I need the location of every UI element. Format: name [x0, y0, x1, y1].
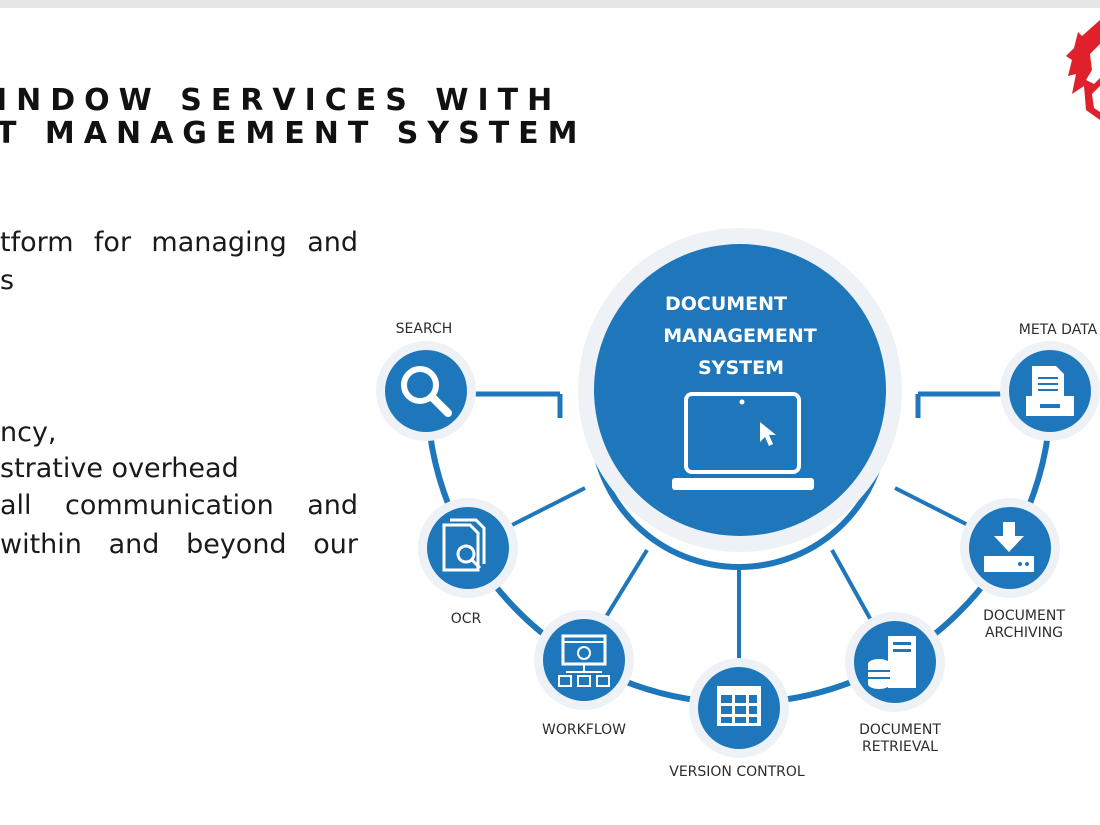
label-document-retrieval-2: RETRIEVAL — [862, 739, 938, 755]
node-document-retrieval — [845, 612, 945, 712]
server-database-icon — [868, 636, 916, 689]
window-grid-icon — [717, 686, 761, 726]
body-text-line: strative overhead — [0, 453, 239, 484]
slide-title-line-2: T MANAGEMENT SYSTEM — [0, 116, 587, 151]
node-ocr — [418, 498, 518, 598]
laptop-icon — [672, 392, 814, 490]
label-ocr: OCR — [451, 611, 482, 627]
node-version-control — [689, 658, 789, 758]
body-text-line: tform for managing and — [0, 227, 358, 258]
magnifier-icon — [401, 366, 452, 417]
spoke-retrieval — [830, 549, 874, 623]
slide-title-line-1: INDOW SERVICES WITH — [0, 83, 562, 118]
label-document-archiving-2: ARCHIVING — [985, 625, 1063, 641]
body-text-line: ncy, — [0, 417, 57, 448]
label-version-control: VERSION CONTROL — [669, 764, 805, 780]
label-search: SEARCH — [396, 321, 453, 337]
node-search — [376, 341, 476, 441]
company-logo-icon — [1066, 20, 1100, 120]
spoke-archiving — [894, 486, 969, 527]
label-document-archiving-1: DOCUMENT — [983, 608, 1065, 624]
inner-ring — [589, 419, 889, 570]
body-text-line: all communication and — [0, 490, 358, 521]
node-workflow — [534, 610, 634, 710]
top-bar — [0, 0, 1100, 8]
center-title-line-1: DOCUMENT — [665, 293, 787, 315]
document-scan-icon — [442, 518, 486, 572]
file-tray-icon — [1026, 366, 1074, 416]
node-document-archiving — [960, 498, 1060, 598]
spoke-ocr — [511, 486, 586, 527]
node-meta-data — [1000, 341, 1100, 441]
body-text-line: s — [0, 265, 15, 296]
body-text-line: within and beyond our — [0, 529, 358, 560]
label-meta-data: META DATA — [1019, 322, 1098, 338]
label-workflow: WORKFLOW — [542, 722, 626, 738]
spoke-workflow — [602, 548, 649, 622]
center-title-line-3: SYSTEM — [698, 357, 784, 379]
workflow-icon — [558, 634, 610, 687]
center-node: DOCUMENT MANAGEMENT SYSTEM — [578, 228, 902, 552]
label-document-retrieval-1: DOCUMENT — [859, 722, 941, 738]
center-title-line-2: MANAGEMENT — [663, 325, 817, 347]
archive-download-icon — [984, 522, 1034, 572]
